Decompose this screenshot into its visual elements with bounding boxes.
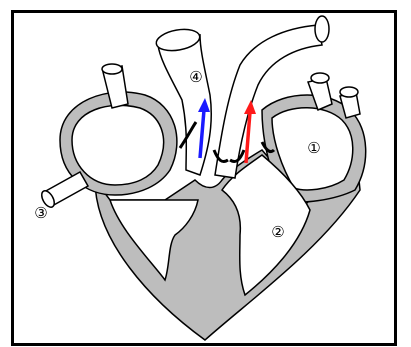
label-4: ④ [189, 68, 202, 86]
label-1: ① [307, 139, 320, 157]
label-2: ② [271, 223, 284, 241]
vessel-top-left-opening [102, 64, 122, 74]
vessel-arch-opening [315, 16, 329, 42]
right-side-atrium-chamber [72, 105, 164, 185]
label-3: ③ [34, 204, 47, 222]
vessel-top-right-b-opening [340, 87, 358, 97]
vessel-top-right-a-opening [311, 73, 329, 83]
